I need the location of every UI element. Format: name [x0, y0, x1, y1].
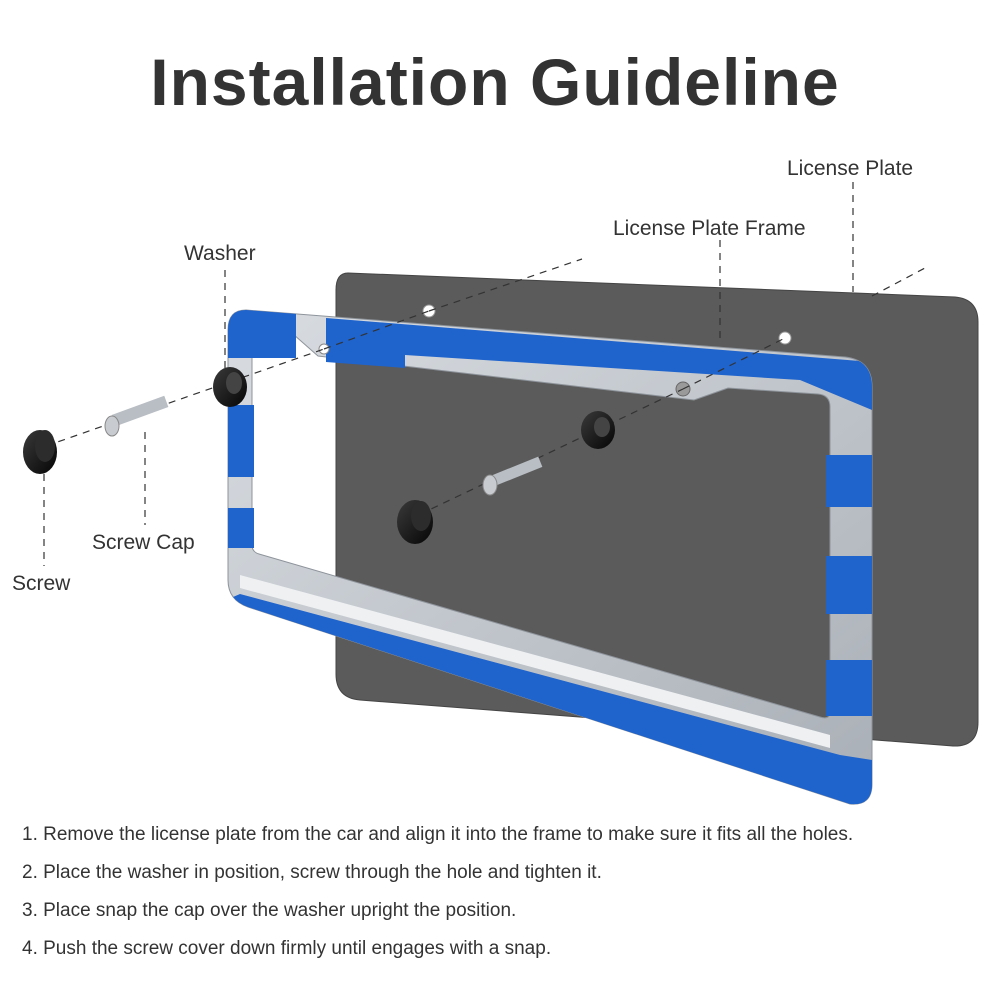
screw-right — [482, 456, 543, 496]
diagram-title: Installation Guideline — [150, 45, 840, 119]
step-item: 1. Remove the license plate from the car… — [22, 824, 854, 845]
label-license-plate-frame: License Plate Frame — [613, 217, 806, 240]
step-item: 4. Push the screw cover down firmly unti… — [22, 938, 552, 959]
washer-left — [213, 367, 247, 407]
label-screw-cap: Screw Cap — [92, 531, 195, 554]
screw-cap-right — [397, 500, 433, 544]
screw-cap-left — [23, 430, 57, 474]
label-screw: Screw — [12, 572, 71, 595]
plate-hole-right — [778, 331, 792, 345]
instruction-steps: 1. Remove the license plate from the car… — [22, 820, 853, 972]
step-item: 2. Place the washer in position, screw t… — [22, 862, 602, 883]
label-license-plate: License Plate — [787, 157, 913, 180]
label-washer: Washer — [184, 242, 256, 265]
step-item: 3. Place snap the cap over the washer up… — [22, 900, 517, 921]
alignment-lines — [43, 182, 926, 566]
washer-right — [581, 411, 615, 449]
screw-left — [104, 395, 169, 437]
